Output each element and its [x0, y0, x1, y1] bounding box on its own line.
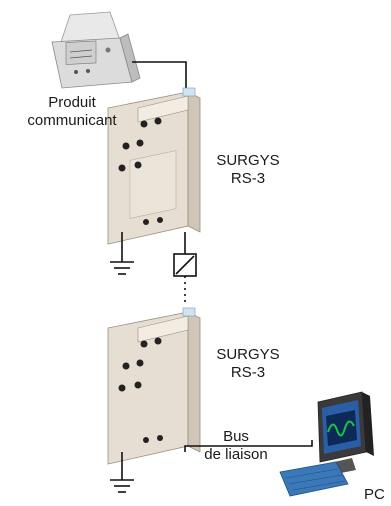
device-top-label: SURGYS RS-3 — [210, 152, 286, 188]
device-bottom-name: SURGYS — [216, 346, 280, 363]
ground-icon-bottom — [110, 452, 134, 493]
surgys-module-bottom — [107, 307, 201, 465]
bus-link-wire — [184, 440, 313, 452]
product-label: Produit communicant — [14, 94, 130, 130]
surgys-module-top — [107, 87, 201, 245]
device-bottom-model: RS-3 — [230, 364, 266, 381]
product-label-line1: Produit — [48, 94, 96, 111]
product-link-wire — [132, 61, 187, 92]
pc-label: PC — [364, 486, 385, 503]
isolation-box-icon — [173, 232, 197, 306]
bus-label-line2: de liaison — [204, 446, 268, 463]
ground-icon — [110, 232, 134, 275]
computer-icon — [279, 391, 374, 497]
device-bottom-label: SURGYS RS-3 — [210, 346, 286, 382]
device-top-name: SURGYS — [216, 152, 280, 169]
bus-label: Bus de liaison — [196, 428, 276, 464]
device-top-model: RS-3 — [230, 170, 266, 187]
bus-label-line1: Bus — [223, 428, 249, 445]
product-label-line2: communicant — [27, 112, 117, 129]
communicating-product-icon — [51, 11, 141, 89]
